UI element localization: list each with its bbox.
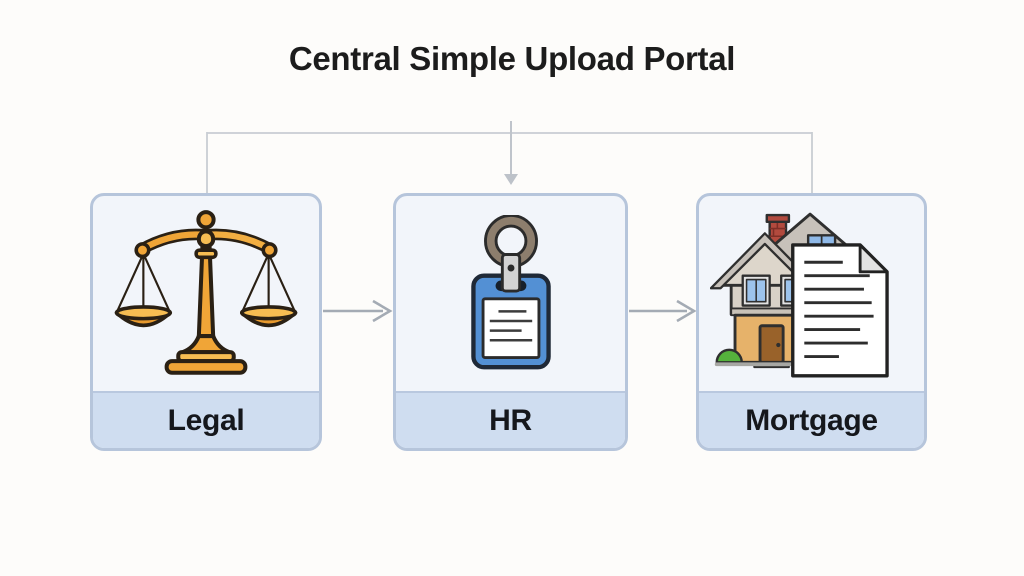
dept-label-legal: Legal [93,391,319,448]
dept-label-mortgage: Mortgage [699,391,924,448]
dept-label-hr: HR [396,391,625,448]
dept-box-hr: HR [393,193,628,451]
arrow-legal-to-hr [323,299,393,323]
dept-icon-area [396,196,625,391]
scales-of-justice-icon [114,209,298,375]
dept-box-mortgage: Mortgage [696,193,927,451]
arrow-hr-to-mortgage [629,299,697,323]
down-arrow-icon [504,174,518,185]
id-badge-icon [470,214,551,369]
dept-icon-area [699,196,924,391]
house-with-document-icon [709,212,889,377]
dept-icon-area [93,196,319,391]
dept-box-legal: Legal [90,193,322,451]
page-title: Central Simple Upload Portal [288,40,736,77]
